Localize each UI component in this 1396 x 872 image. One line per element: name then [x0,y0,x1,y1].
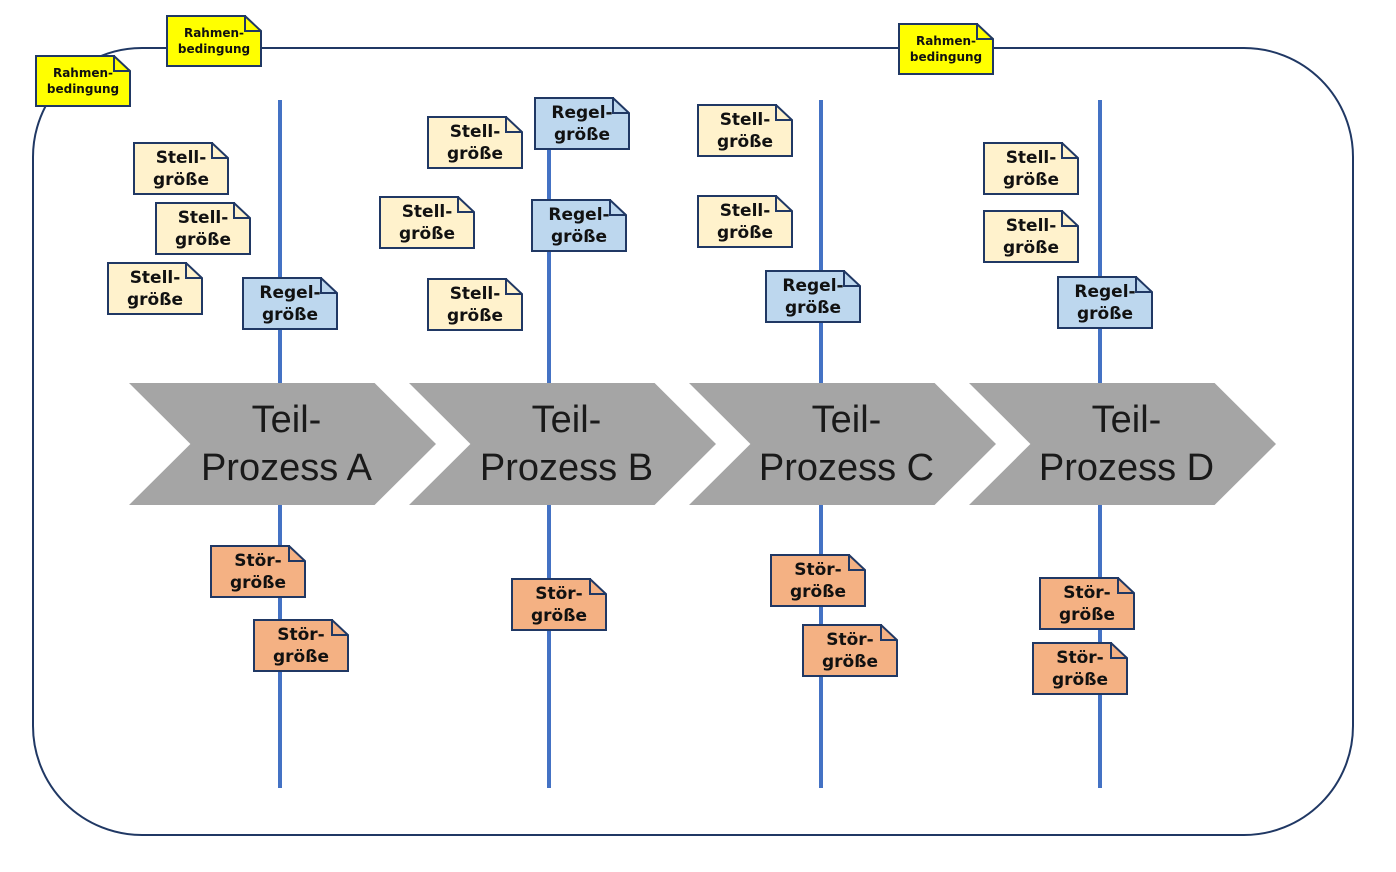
process-label: Teil- Prozess B [479,399,654,489]
stoer-note: Stör- größe [253,619,349,672]
regel-note: Regel- größe [765,270,861,323]
stell-note: Stell- größe [379,196,475,249]
process-label: Teil- Prozess A [200,399,373,489]
folded-corner-icon [185,262,203,279]
folded-corner-icon [1110,642,1128,659]
stell-note: Stell- größe [133,142,229,195]
rahmen-note: Rahmen- bedingung [166,15,262,67]
folded-corner-icon [1117,577,1135,594]
folded-corner-icon [880,624,898,641]
stell-note: Stell- größe [427,278,523,331]
process-label: Teil- Prozess D [1038,399,1215,489]
regel-note: Regel- größe [242,277,338,330]
folded-corner-icon [505,278,523,295]
folded-corner-icon [320,277,338,294]
folded-corner-icon [589,578,607,595]
boundary-frame [32,47,1354,836]
process-label: Teil- Prozess C [758,399,935,489]
stell-note: Stell- größe [697,104,793,157]
folded-corner-icon [244,15,262,32]
folded-corner-icon [457,196,475,213]
folded-corner-icon [1061,142,1079,159]
folded-corner-icon [1061,210,1079,227]
folded-corner-icon [233,202,251,219]
folded-corner-icon [505,116,523,133]
stoer-note: Stör- größe [770,554,866,607]
folded-corner-icon [288,545,306,562]
folded-corner-icon [848,554,866,571]
folded-corner-icon [612,97,630,114]
rahmen-note: Rahmen- bedingung [35,55,131,107]
regel-note: Regel- größe [534,97,630,150]
folded-corner-icon [976,23,994,40]
folded-corner-icon [331,619,349,636]
folded-corner-icon [211,142,229,159]
stell-note: Stell- größe [983,210,1079,263]
folded-corner-icon [609,199,627,216]
folded-corner-icon [775,195,793,212]
stoer-note: Stör- größe [802,624,898,677]
folded-corner-icon [843,270,861,287]
folded-corner-icon [775,104,793,121]
chevron-process-b: Teil- Prozess B [409,383,716,505]
folded-corner-icon [113,55,131,72]
folded-corner-icon [1135,276,1153,293]
